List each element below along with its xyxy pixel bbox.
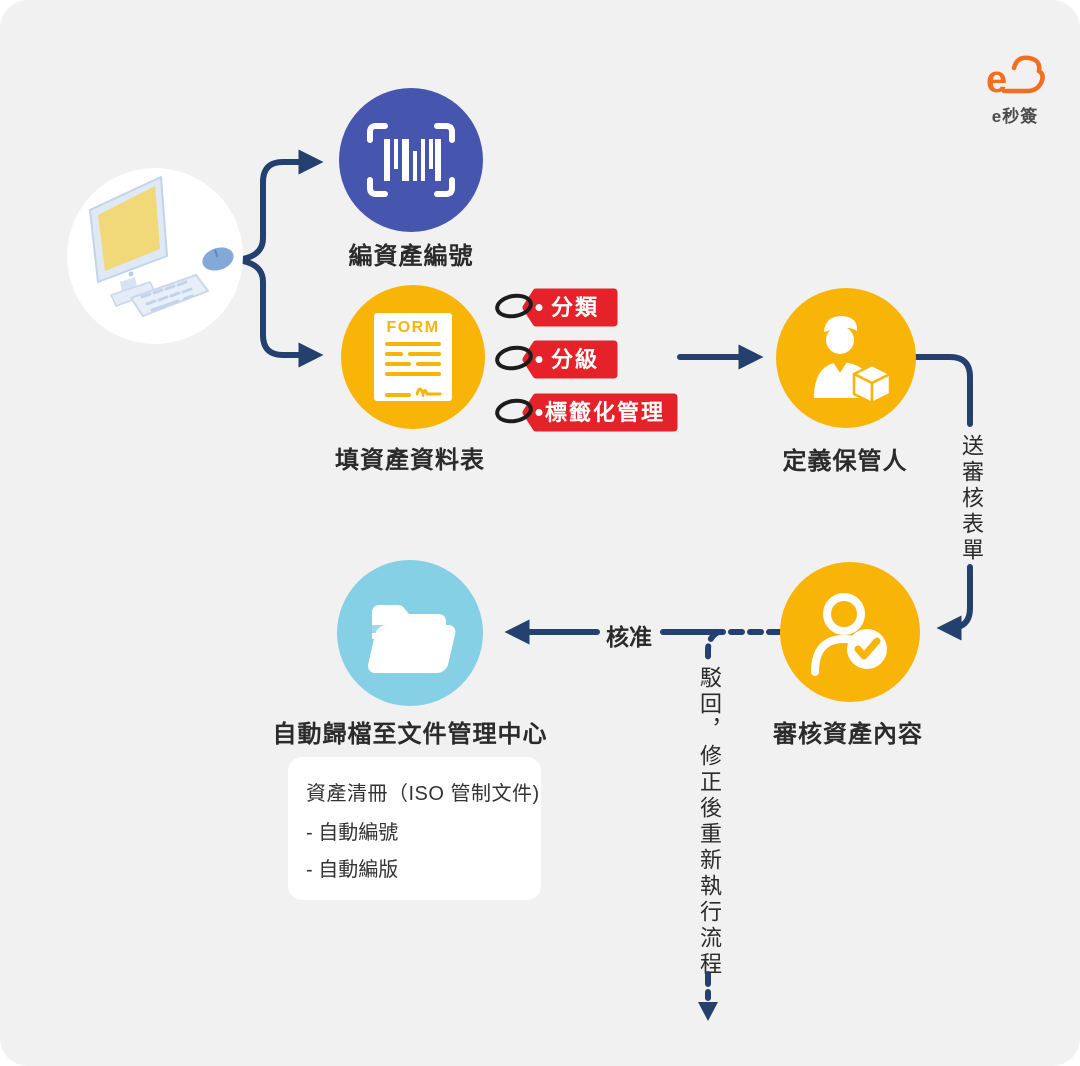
tag-labeling: 標籤化管理 <box>492 393 717 432</box>
brand-logo-text: e秒簽 <box>991 107 1039 126</box>
computer-illustration <box>89 176 234 317</box>
info-box-item: - 自動編版 <box>306 859 399 881</box>
form-node-label: 填資產資料表 <box>335 447 485 474</box>
approve-edge-label: 核准 <box>606 624 652 650</box>
box-icon <box>852 363 892 405</box>
svg-text:e: e <box>986 59 1007 100</box>
info-box-item: - 自動編號 <box>306 822 399 844</box>
barcode-icon <box>367 123 455 197</box>
review-node <box>780 562 920 702</box>
keeper-node <box>776 288 916 428</box>
keeper-node-label: 定義保管人 <box>782 448 908 475</box>
tag-label: 標籤化管理 <box>544 400 665 425</box>
mouse-icon <box>202 247 234 271</box>
tag-label: 分級 <box>550 347 599 372</box>
tag-string-icon <box>495 398 533 424</box>
tag-string-icon <box>495 293 533 319</box>
edge-computer-to-form <box>227 257 324 368</box>
archive-node-label: 自動歸檔至文件管理中心 <box>272 721 548 748</box>
barcode-node <box>339 88 483 232</box>
tag-category: 分類 <box>492 288 657 327</box>
edge-down-to-review <box>936 564 973 641</box>
edge-keeper-down <box>911 354 973 427</box>
form-node: FORM <box>341 285 485 429</box>
keeper-person-icon <box>814 316 892 405</box>
reject-arrowhead <box>698 1002 718 1021</box>
info-box-title: 資產清冊（ISO 管制文件) <box>306 783 540 805</box>
brand-logo: e e秒簽 <box>972 52 1058 127</box>
reject-edge-label: 駁回，修正後重新執行流程 <box>697 666 722 978</box>
asset-register-info-box: 資產清冊（ISO 管制文件) - 自動編號 - 自動編版 <box>288 757 541 900</box>
tag-label: 分類 <box>550 295 599 320</box>
edge-computer-to-barcode <box>227 149 324 263</box>
form-icon: FORM <box>374 313 452 401</box>
folder-icon <box>367 605 456 673</box>
review-node-label: 審核資產內容 <box>773 721 923 748</box>
submit-edge-label: 送審核表單 <box>959 434 984 564</box>
review-check-icon <box>811 593 887 676</box>
barcode-node-label: 編資產編號 <box>348 243 474 270</box>
edge-reject-curve <box>705 629 721 667</box>
signature-icon <box>415 387 441 397</box>
tag-string-icon <box>495 345 533 371</box>
archive-node <box>337 560 483 706</box>
computer-node <box>67 168 243 344</box>
form-icon-title: FORM <box>386 319 440 336</box>
tag-grade: 分級 <box>492 340 657 379</box>
cloud-logo-icon: e <box>986 55 1045 100</box>
